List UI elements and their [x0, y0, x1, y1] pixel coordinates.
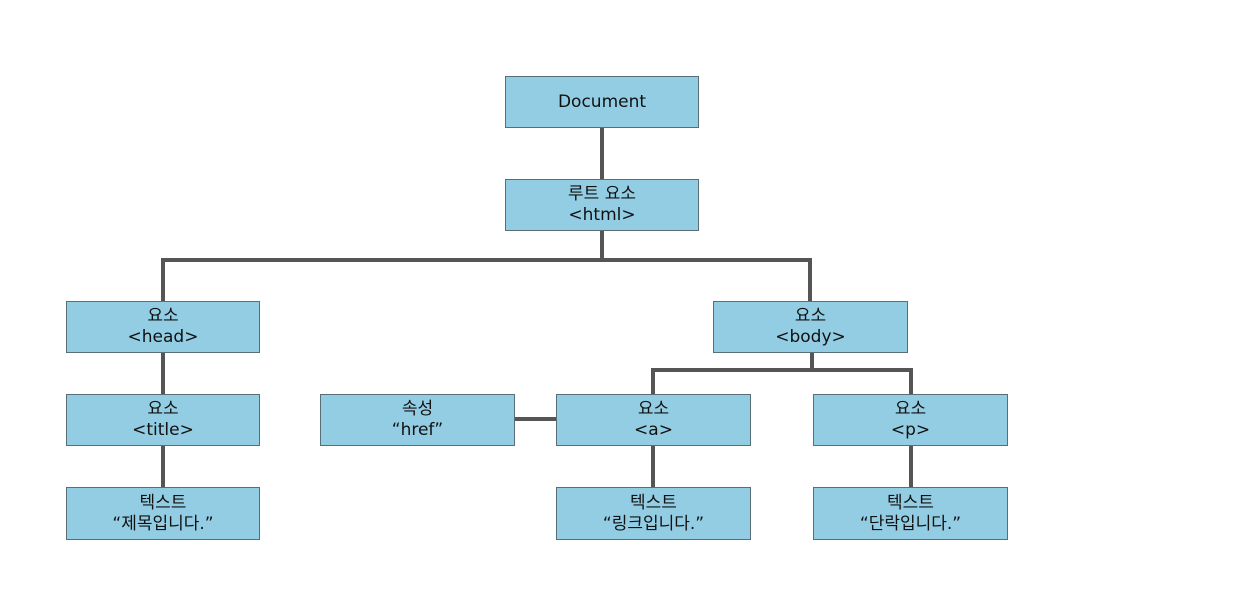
node-text-p: 텍스트 “단락입니다.” — [813, 487, 1008, 540]
node-text-title-line-1: 텍스트 — [139, 492, 187, 513]
node-html-line-2: <html> — [568, 205, 636, 225]
node-text-a-line-2: “링크입니다.” — [602, 513, 705, 534]
node-title: 요소 <title> — [66, 394, 260, 446]
node-document: Document — [505, 76, 699, 128]
node-title-line-2: <title> — [132, 420, 194, 440]
node-a-line-2: <a> — [634, 420, 673, 440]
node-head-line-2: <head> — [127, 327, 199, 347]
node-head-line-1: 요소 — [147, 306, 179, 326]
node-document-line-1: Document — [557, 91, 647, 112]
node-head: 요소 <head> — [66, 301, 260, 353]
edge-body-children — [651, 368, 913, 396]
node-title-line-1: 요소 — [147, 399, 179, 419]
node-text-p-line-1: 텍스트 — [887, 492, 934, 513]
node-text-a: 텍스트 “링크입니다.” — [556, 487, 751, 540]
node-p: 요소 <p> — [813, 394, 1008, 446]
node-text-title-line-2: “제목입니다.” — [112, 513, 214, 534]
node-attr-href: 속성 “href” — [320, 394, 515, 446]
node-text-p-line-2: “단락입니다.” — [859, 513, 962, 534]
node-body: 요소 <body> — [713, 301, 908, 353]
node-attr-href-line-1: 속성 — [401, 399, 434, 419]
node-p-line-2: <p> — [890, 420, 931, 440]
node-attr-href-line-2: “href” — [391, 420, 444, 440]
node-html: 루트 요소 <html> — [505, 179, 699, 231]
node-text-title: 텍스트 “제목입니다.” — [66, 487, 260, 540]
edge-html-children — [161, 229, 604, 304]
node-a-line-1: 요소 — [637, 399, 670, 419]
node-p-line-1: 요소 — [894, 399, 927, 419]
node-body-line-2: <body> — [775, 327, 846, 347]
node-text-a-line-1: 텍스트 — [630, 492, 677, 513]
node-a: 요소 <a> — [556, 394, 751, 446]
node-html-line-1: 루트 요소 — [568, 184, 636, 204]
node-body-line-1: 요소 — [794, 306, 827, 326]
